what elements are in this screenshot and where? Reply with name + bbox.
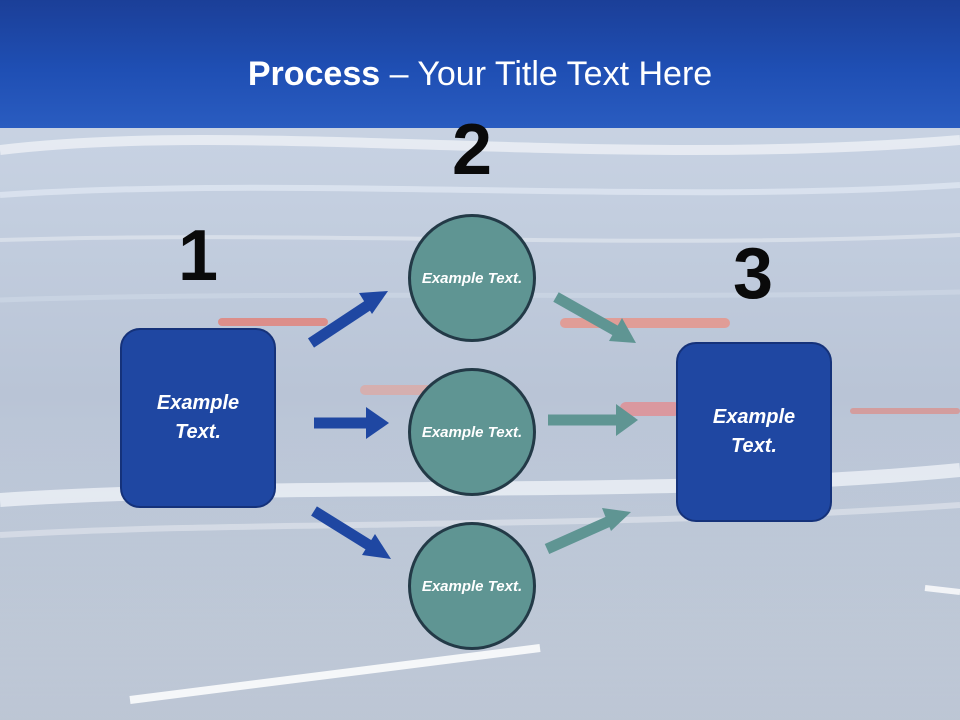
title-rest-part: – Your Title Text Here <box>380 55 713 93</box>
step-2-circle-top: Example Text. <box>408 214 536 342</box>
step-2-circle-middle: Example Text. <box>408 368 536 496</box>
step-1-text: Example Text. <box>156 392 240 443</box>
arrow-1-to-top <box>307 291 388 348</box>
step-2-number: 2 <box>451 110 493 190</box>
step-3-text: Example Text. <box>712 406 796 457</box>
arrow-bottom-to-3 <box>544 508 631 555</box>
arrow-1-to-bottom <box>311 506 391 559</box>
step-2-circle-bottom: Example Text. <box>408 522 536 650</box>
step-3-box: Example Text. <box>676 342 832 522</box>
step-1-number: 1 <box>177 216 219 296</box>
arrow-middle-to-3 <box>548 404 638 436</box>
title-band <box>0 0 960 128</box>
step-2-middle-text: Example Text. <box>421 423 523 441</box>
step-2-bottom-text: Example Text. <box>421 577 523 595</box>
title-bold-part: Process <box>247 55 381 93</box>
step-1-box: Example Text. <box>120 328 276 508</box>
arrow-top-to-3 <box>553 292 636 343</box>
arrow-1-to-middle <box>314 407 389 439</box>
step-2-top-text: Example Text. <box>421 269 523 287</box>
slide-title: Process – Your Title Text Here <box>0 52 960 96</box>
step-3-number: 3 <box>732 234 774 314</box>
